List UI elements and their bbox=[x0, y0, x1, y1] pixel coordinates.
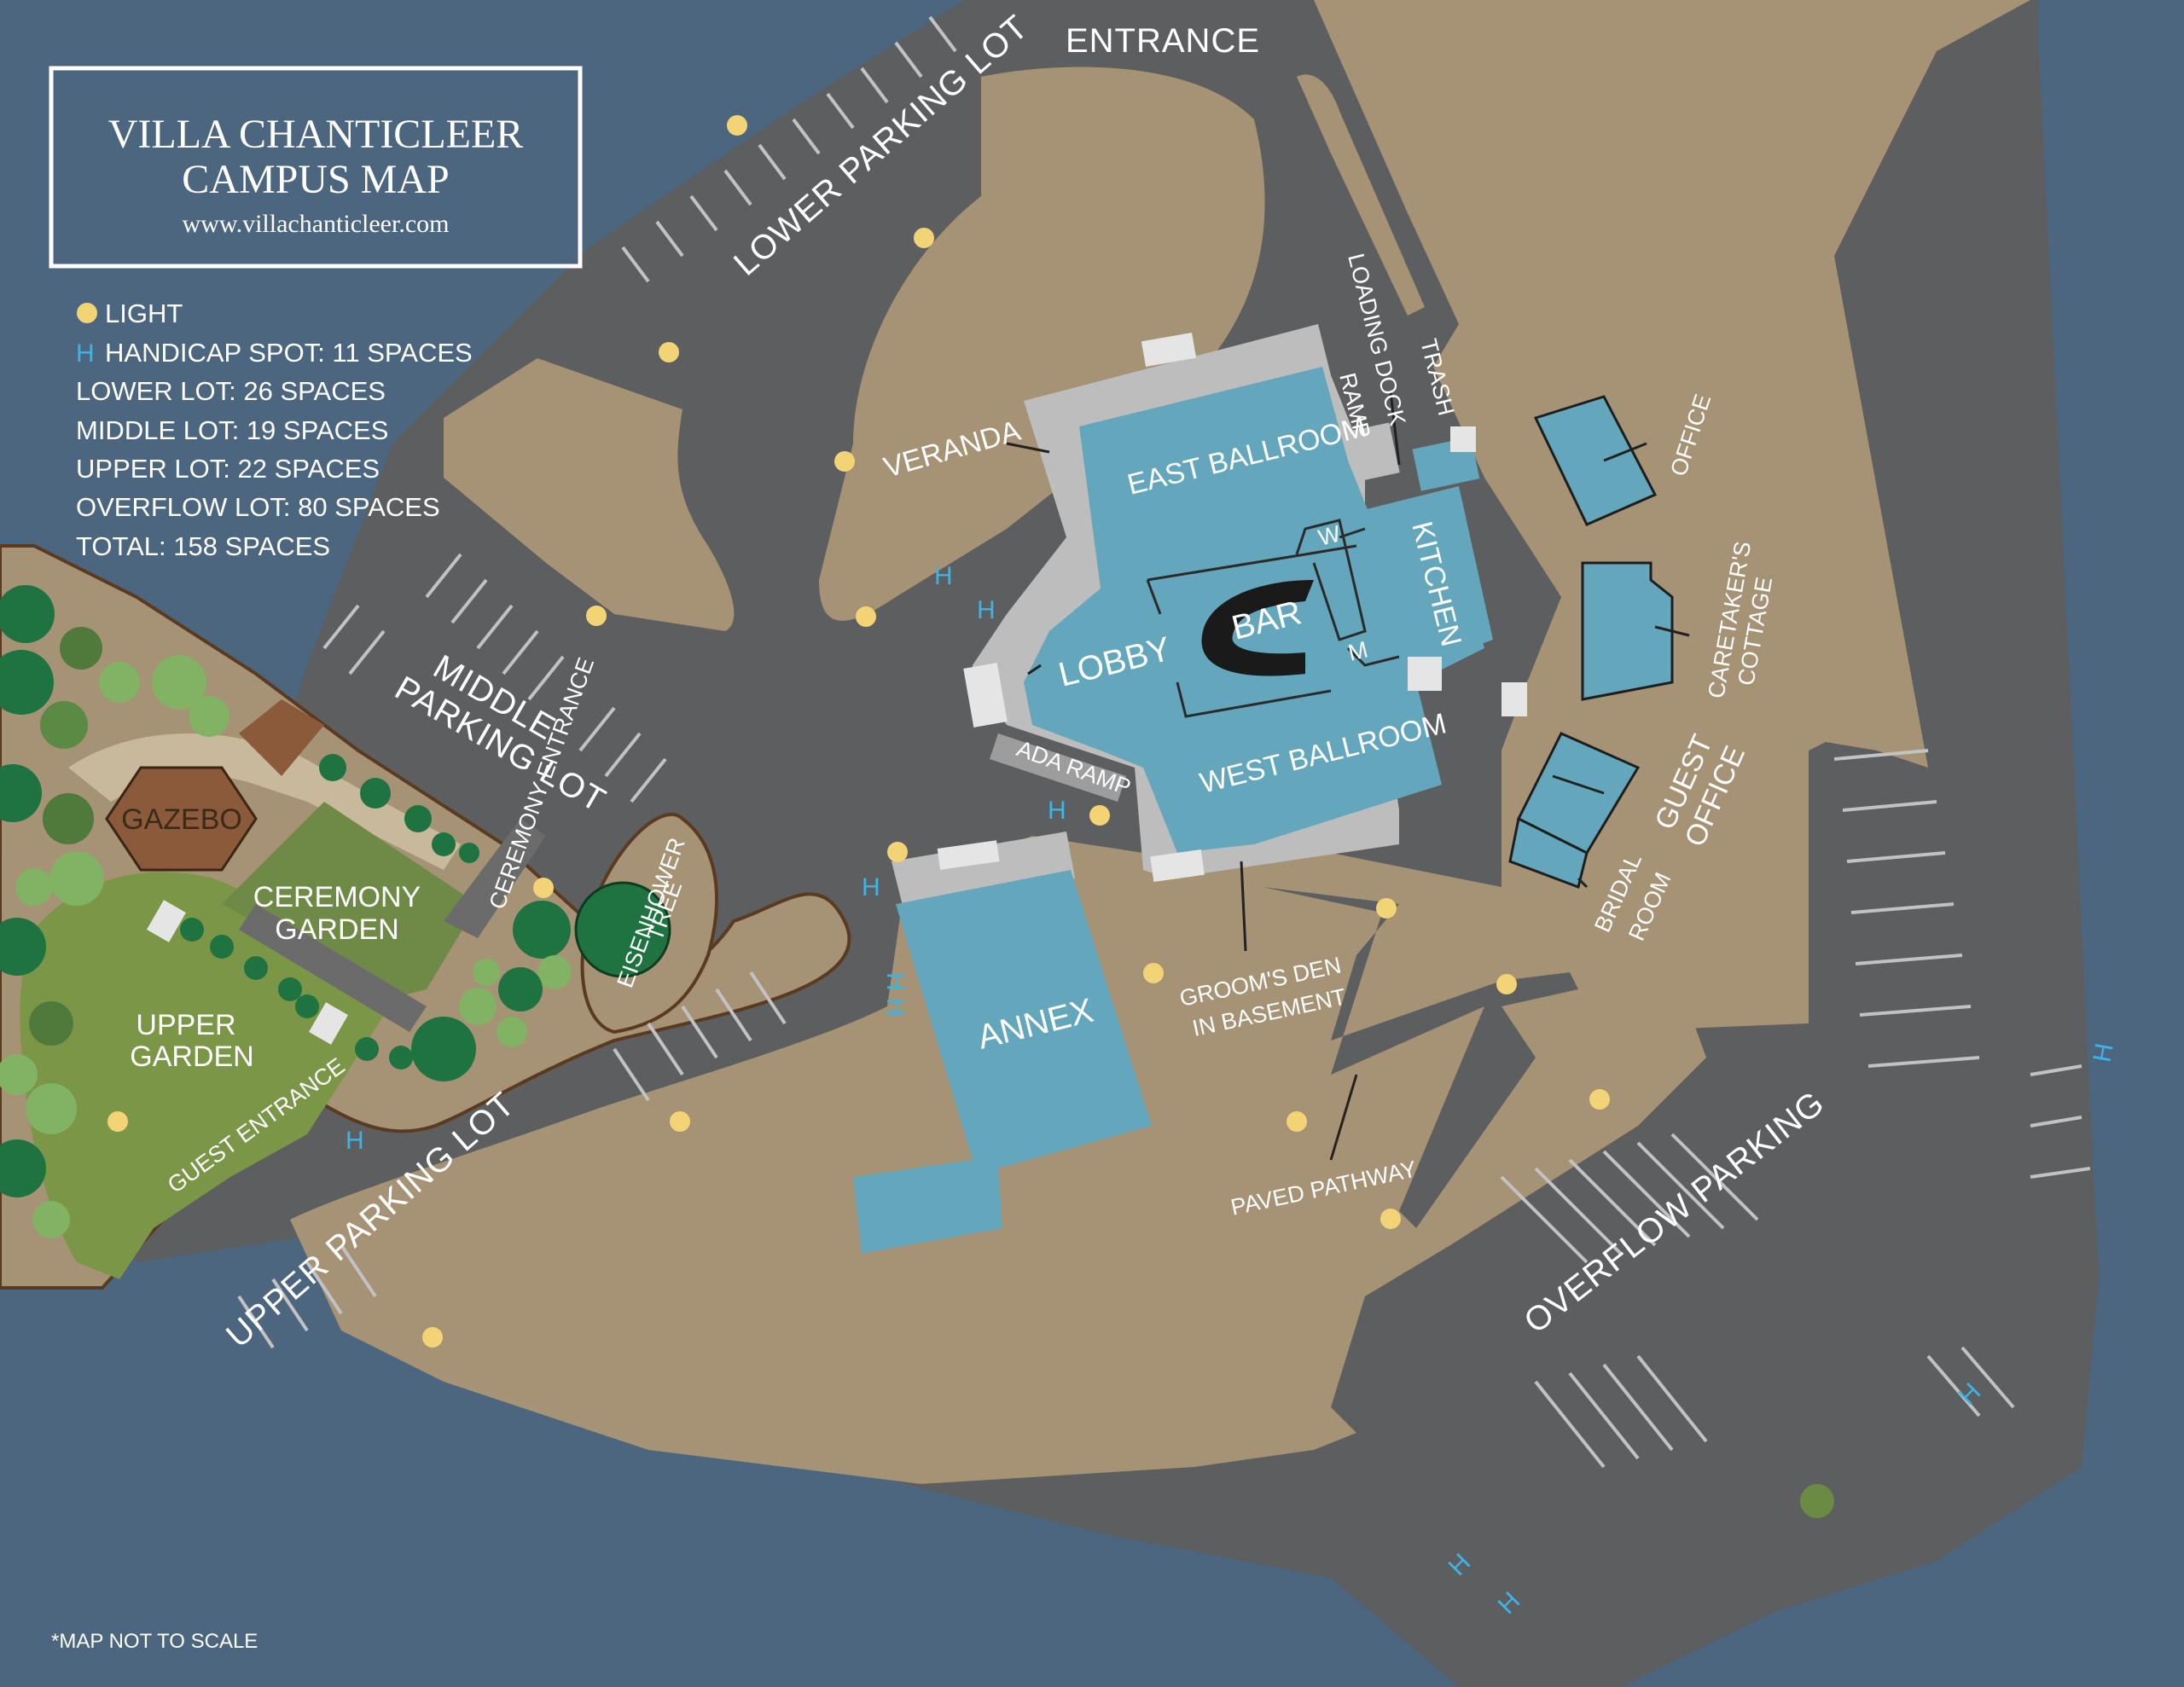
bridal-room-building bbox=[1508, 816, 1589, 889]
label-upper-garden-1: UPPER bbox=[136, 1009, 235, 1041]
caretakers-cottage-building bbox=[1581, 561, 1674, 701]
legend-handicap: HANDICAP SPOT: 11 SPACES bbox=[105, 338, 473, 368]
main-building bbox=[963, 324, 1527, 883]
label-ceremony-garden-1: CEREMONY bbox=[253, 881, 421, 913]
legend-lower-lot: LOWER LOT: 26 SPACES bbox=[76, 376, 386, 406]
website[interactable]: www.villachanticleer.com bbox=[183, 210, 450, 238]
lights bbox=[107, 115, 1610, 1348]
garden-peninsula bbox=[0, 544, 1834, 1518]
light-swatch bbox=[77, 303, 97, 323]
handicap-mark: H bbox=[881, 998, 909, 1017]
gazebo-building bbox=[105, 766, 258, 872]
map-title-line-1: VILLA CHANTICLEER bbox=[108, 112, 524, 157]
legend-light: LIGHT bbox=[105, 299, 183, 328]
leader-lines bbox=[1006, 391, 1690, 1161]
legend-total: TOTAL: 158 SPACES bbox=[76, 531, 330, 561]
footnote: *MAP NOT TO SCALE bbox=[51, 1630, 258, 1653]
label-upper-garden-2: GARDEN bbox=[130, 1041, 253, 1073]
map-title-line-2: CAMPUS MAP bbox=[182, 157, 449, 202]
label-ceremony-garden-2: GARDEN bbox=[275, 913, 398, 946]
parking-stripes bbox=[237, 15, 2091, 1469]
handicap-swatch: H bbox=[76, 339, 95, 368]
outbuildings bbox=[1508, 395, 1674, 889]
legend-middle-lot: MIDDLE LOT: 19 SPACES bbox=[76, 415, 388, 445]
annex-building bbox=[853, 832, 1152, 1254]
office-building bbox=[1533, 395, 1658, 526]
handicap-mark: H bbox=[346, 1127, 364, 1155]
legend-upper-lot: UPPER LOT: 22 SPACES bbox=[76, 454, 380, 484]
handicap-mark: H bbox=[881, 972, 909, 991]
label-gazebo: GAZEBO bbox=[121, 803, 242, 836]
handicap-mark: H bbox=[862, 873, 880, 901]
trees bbox=[0, 585, 1834, 1518]
label-entrance: ENTRANCE bbox=[1066, 22, 1260, 60]
handicap-mark: H bbox=[977, 596, 996, 624]
legend: LIGHT H HANDICAP SPOT: 11 SPACES LOWER L… bbox=[76, 299, 473, 561]
handicap-mark: H bbox=[934, 562, 953, 590]
walkways bbox=[444, 819, 1578, 1228]
legend-overflow-lot: OVERFLOW LOT: 80 SPACES bbox=[76, 492, 440, 522]
handicap-mark: H bbox=[1048, 797, 1066, 825]
title-block: VILLA CHANTICLEER CAMPUS MAP www.villach… bbox=[49, 66, 583, 269]
